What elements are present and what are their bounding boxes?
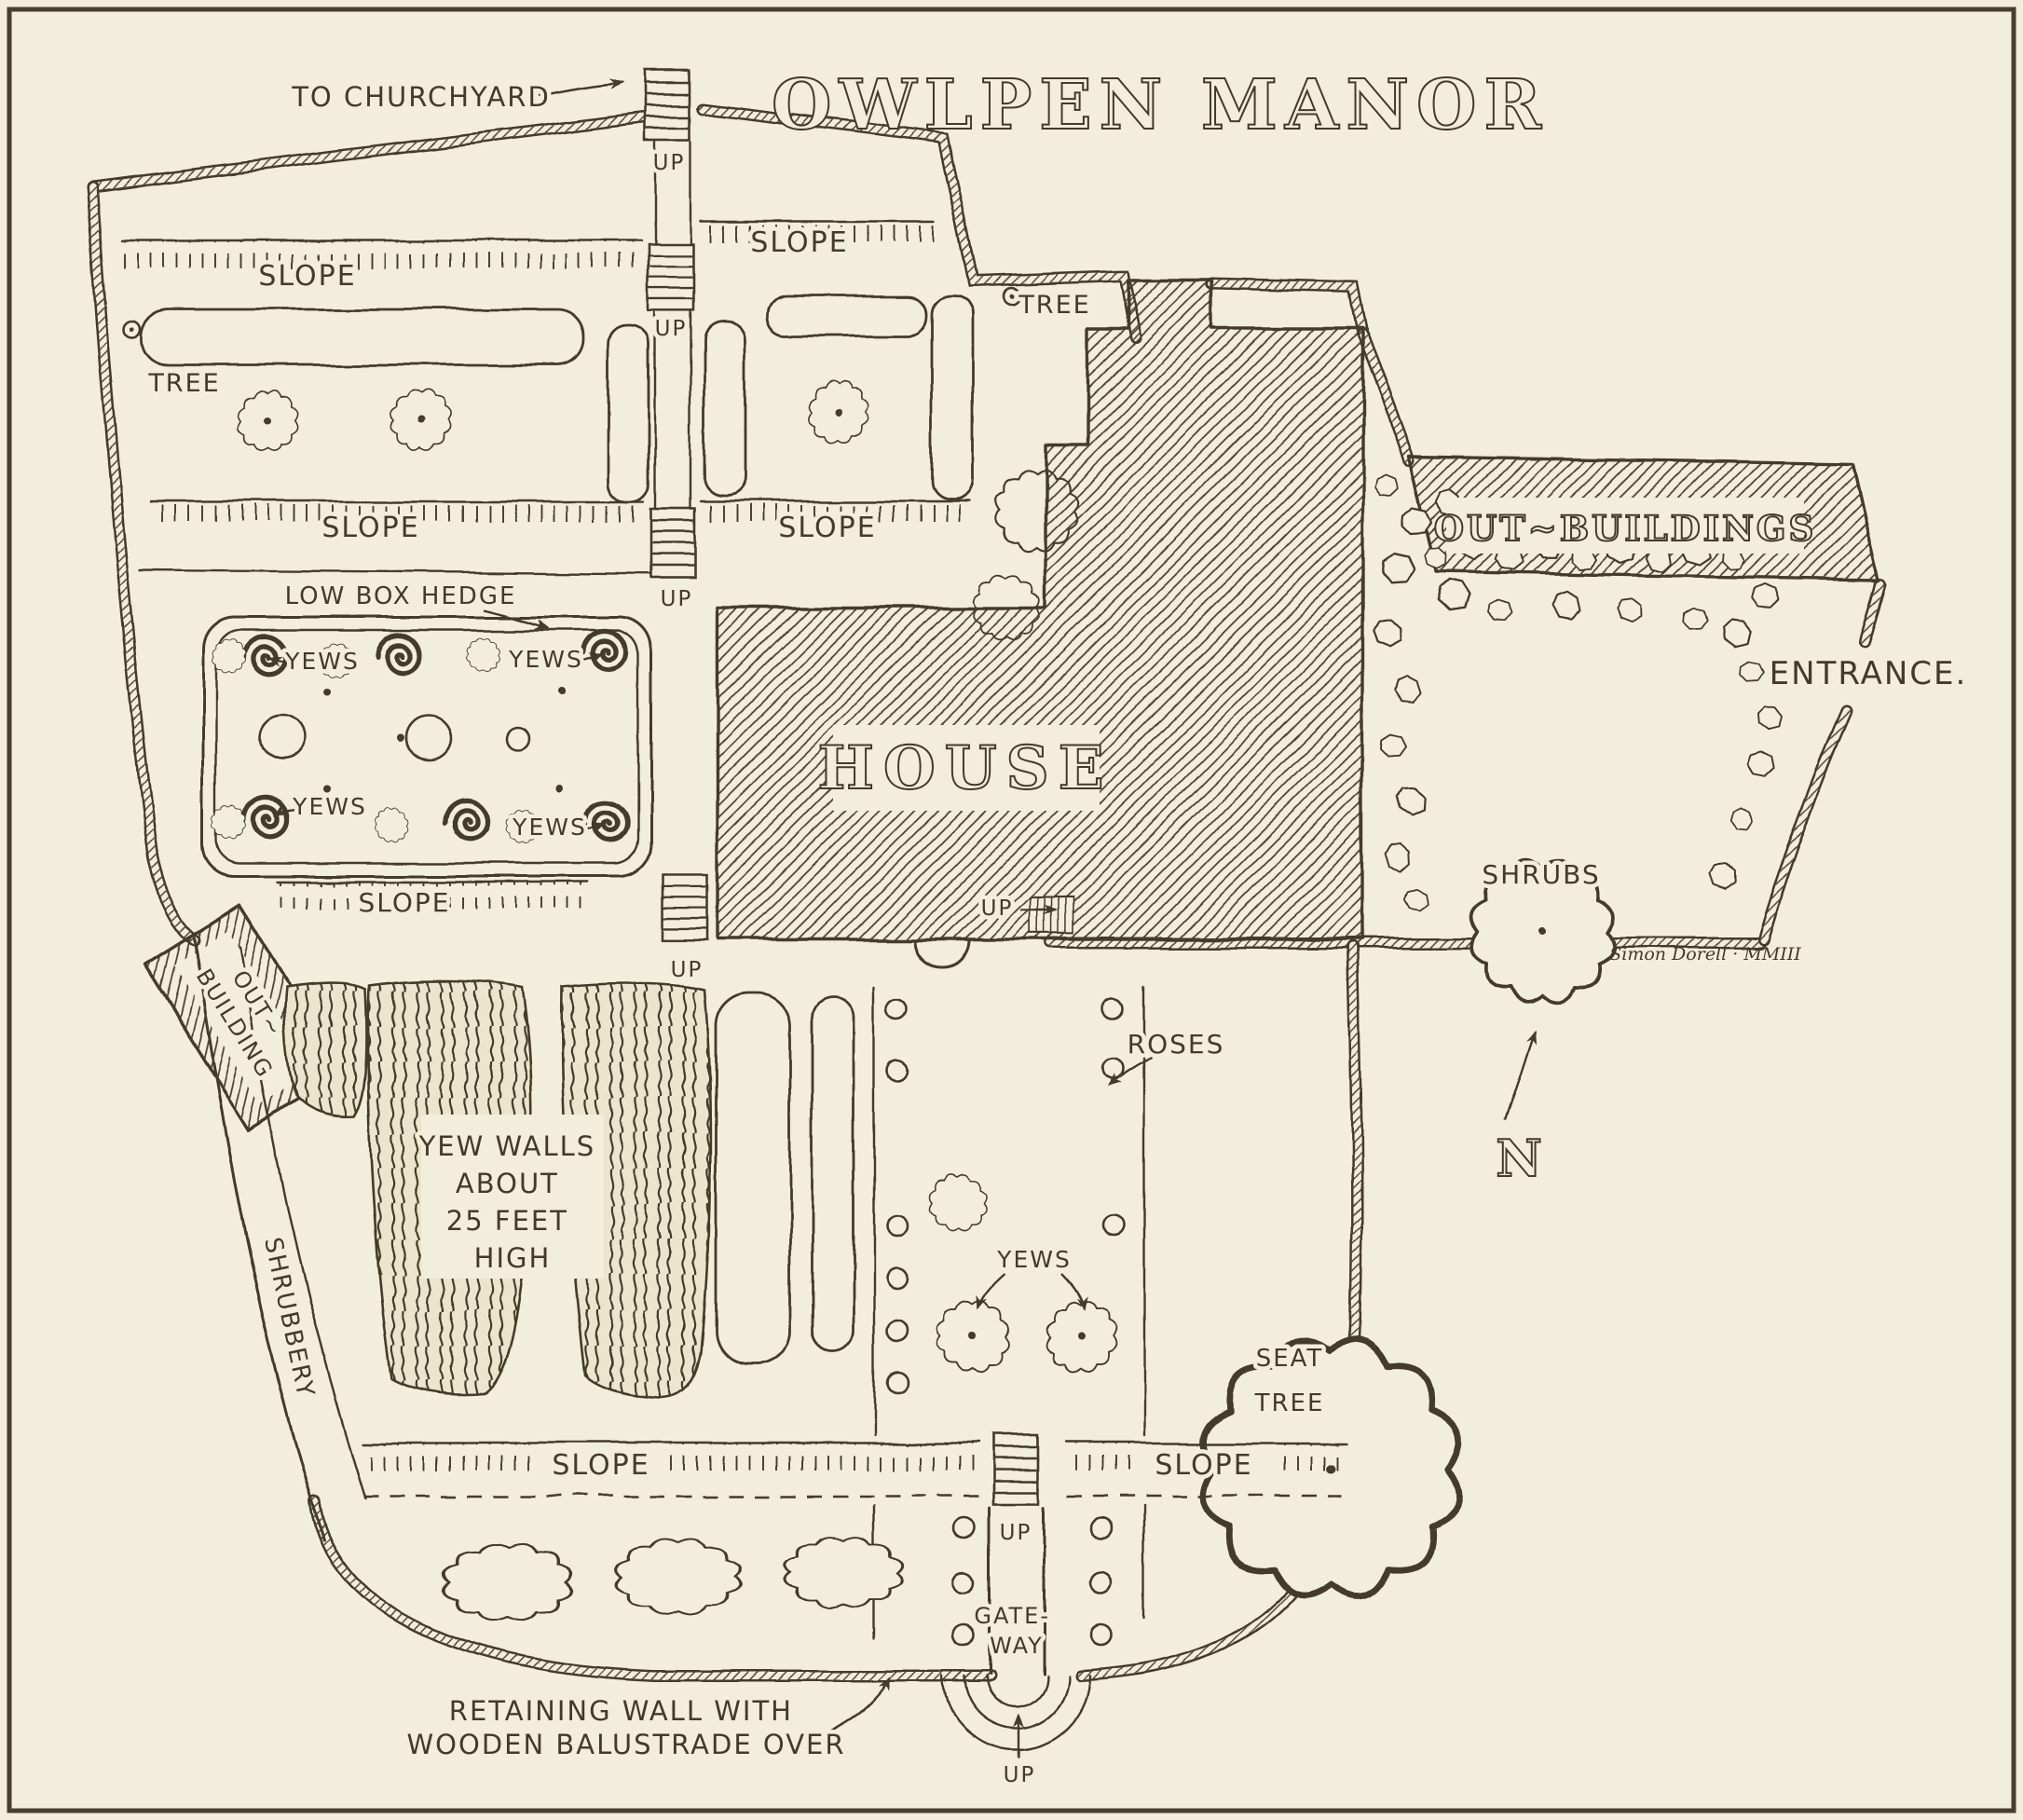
label-up-6: UP	[1000, 1521, 1032, 1545]
label-shrubbery: SHRUBBERY	[254, 1231, 324, 1405]
label-retaining-line1: RETAINING WALL WITH	[449, 1695, 793, 1727]
label-up-2: UP	[655, 317, 688, 341]
label-slope-3: SLOPE	[321, 512, 419, 544]
label-tree-2: TREE	[1018, 291, 1090, 320]
label-gateway-line1: GATE-	[974, 1603, 1050, 1629]
label-yews-1: YEWS	[284, 648, 360, 675]
label-entrance: ENTRANCE.	[1770, 655, 1968, 692]
label-up-1: UP	[653, 151, 686, 175]
label-gateway: GATE- WAY	[974, 1603, 1059, 1659]
yew-spiral	[244, 799, 287, 837]
label-gateway-line2: WAY	[990, 1633, 1044, 1659]
label-up-4: UP	[671, 958, 704, 982]
yew-spiral	[444, 801, 487, 839]
box-bush	[374, 808, 409, 843]
label-yew-walls-line2: ABOUT	[456, 1168, 559, 1199]
yew-walls	[284, 979, 712, 1400]
box-bush	[212, 638, 247, 674]
labels: OWLPEN MANOR TO CHURCHYARD UP SLOPE SLOP…	[144, 64, 1970, 1792]
compass-north: N	[1496, 1129, 1541, 1188]
label-to-churchyard: TO CHURCHYARD	[291, 81, 551, 113]
label-yews-5: YEWS	[996, 1246, 1072, 1273]
parterre	[201, 615, 709, 941]
upper-garden	[119, 69, 1078, 642]
flower-bed	[766, 294, 928, 337]
north-arrow	[1504, 1031, 1538, 1121]
label-house: HOUSE	[817, 733, 1113, 803]
yew-spiral	[244, 636, 287, 675]
flower-bed	[703, 319, 747, 498]
slope-hachures-upper	[119, 220, 971, 576]
label-yews-2: YEWS	[508, 646, 583, 673]
plan-linework	[91, 69, 1880, 1758]
flower-bed	[930, 294, 975, 501]
label-seat: SEAT	[1256, 1345, 1324, 1373]
label-yew-walls-line3: 25 FEET	[446, 1205, 568, 1237]
rose-bushes	[885, 996, 1126, 1647]
round-yew	[928, 1172, 988, 1232]
box-bush	[212, 804, 247, 840]
label-yews-3: YEWS	[292, 793, 367, 820]
flower-bed	[140, 308, 585, 367]
label-tree-3: TREE	[1254, 1389, 1325, 1417]
svg-text:SHRUBBERY: SHRUBBERY	[258, 1235, 320, 1401]
oval-bed	[614, 1538, 741, 1616]
label-yew-walls: YEW WALLS ABOUT 25 FEET HIGH	[418, 1130, 607, 1274]
label-slope-1: SLOPE	[258, 260, 356, 293]
leader-arrows	[269, 77, 1538, 1758]
label-slope-2: SLOPE	[750, 226, 848, 259]
shrubbery-band	[192, 936, 367, 1541]
label-yews-4: YEWS	[512, 814, 587, 841]
label-up-3: UP	[661, 587, 693, 611]
plan-title: OWLPEN MANOR	[772, 65, 1549, 145]
page-border	[7, 7, 2016, 1813]
yew-spiral	[377, 635, 420, 673]
flower-bed	[606, 322, 650, 503]
label-yew-walls-line1: YEW WALLS	[418, 1130, 596, 1162]
oval-bed	[442, 1542, 574, 1622]
label-up-5: UP	[981, 896, 1014, 921]
label-low-box-hedge: LOW BOX HEDGE	[285, 582, 517, 610]
artist-signature: Simon Dorell · MMIII	[1609, 944, 1801, 965]
label-tree-1: TREE	[147, 369, 220, 398]
box-bush	[467, 636, 502, 672]
label-roses: ROSES	[1128, 1029, 1225, 1060]
label-retaining-line2: WOODEN BALUSTRADE OVER	[407, 1729, 846, 1760]
porch	[913, 937, 971, 968]
label-out-buildings: OUT~BUILDINGS	[1434, 508, 1816, 549]
label-slope-4: SLOPE	[778, 512, 876, 544]
label-slope-6: SLOPE	[552, 1449, 649, 1482]
label-slope-7: SLOPE	[1155, 1449, 1252, 1482]
yew-spiral	[582, 631, 625, 669]
oval-bed	[783, 1536, 904, 1610]
label-up-7: UP	[1004, 1763, 1036, 1787]
label-retaining-wall: RETAINING WALL WITH WOODEN BALUSTRADE OV…	[407, 1695, 846, 1760]
label-yew-walls-line4: HIGH	[474, 1242, 552, 1274]
yew-spiral	[584, 802, 627, 841]
house	[716, 278, 1364, 968]
lower-garden	[362, 984, 1458, 1751]
label-slope-5: SLOPE	[359, 887, 451, 918]
label-shrubs: SHRUBS	[1482, 859, 1600, 890]
